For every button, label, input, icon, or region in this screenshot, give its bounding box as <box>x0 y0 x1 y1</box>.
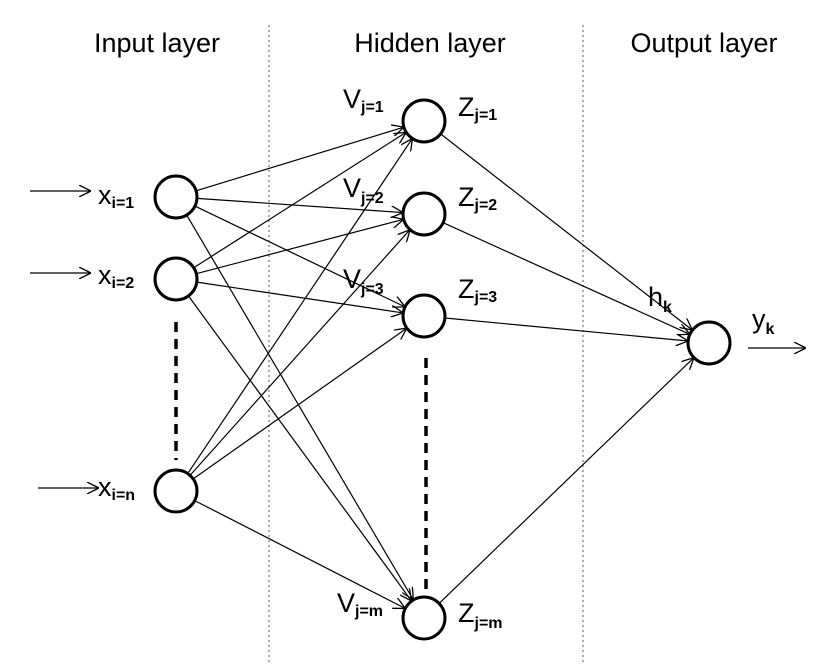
hidden-z-label-1: Zj=1 <box>458 92 497 124</box>
output-h-label: hk <box>648 282 672 316</box>
edge-hidden-3-to-output <box>444 317 687 341</box>
edge-input-2-to-hidden-1 <box>193 133 406 269</box>
hidden-z-label-2: Zj=2 <box>458 182 497 214</box>
hidden-z-label-3: Zj=3 <box>458 274 497 306</box>
hidden-v-label-3: Vj=3 <box>343 264 384 298</box>
input-label-2: xi=2 <box>98 260 134 292</box>
input-label-1: xi=1 <box>98 180 134 212</box>
input-node-2 <box>153 256 199 302</box>
edge-input-1-to-hidden-3 <box>194 205 404 306</box>
edge-hidden-2-to-output <box>442 222 689 334</box>
edge-input-n-to-hidden-3 <box>192 329 406 480</box>
edge-input-1-to-hidden-m <box>186 214 413 599</box>
edge-input-2-to-hidden-m <box>187 295 411 600</box>
edge-input-1-to-hidden-2 <box>196 197 402 212</box>
hidden-v-label-1: Vj=1 <box>343 84 384 116</box>
input-label-n: xi=n <box>98 472 135 504</box>
edge-input-2-to-hidden-3 <box>196 281 402 313</box>
output-node <box>686 320 732 366</box>
hidden-node-3 <box>401 293 447 339</box>
header-input-layer: Input layer <box>94 28 220 58</box>
edge-input-n-to-hidden-1 <box>187 139 412 474</box>
edge-hidden-1-to-output <box>440 133 692 330</box>
hidden-node-2 <box>401 191 447 237</box>
edge-hidden-m-to-output <box>438 358 693 604</box>
edge-input-n-to-hidden-m <box>194 500 405 608</box>
input-node-n <box>153 468 199 514</box>
output-y-label: yk <box>752 304 775 338</box>
edge-input-1-to-hidden-1 <box>195 127 403 192</box>
hidden-output-connections <box>438 133 693 604</box>
header-output-layer: Output layer <box>630 28 777 58</box>
hidden-node-1 <box>401 98 447 144</box>
hidden-node-m <box>401 595 447 641</box>
hidden-v-label-2: Vj=2 <box>343 173 384 207</box>
hidden-v-label-m: Vj=m <box>337 588 383 620</box>
edge-input-n-to-hidden-2 <box>189 230 409 476</box>
edge-input-2-to-hidden-2 <box>196 220 402 275</box>
header-hidden-layer: Hidden layer <box>354 28 506 58</box>
input-hidden-connections <box>186 127 413 608</box>
input-node-1 <box>153 174 199 220</box>
hidden-z-label-m: Zj=m <box>458 598 503 632</box>
